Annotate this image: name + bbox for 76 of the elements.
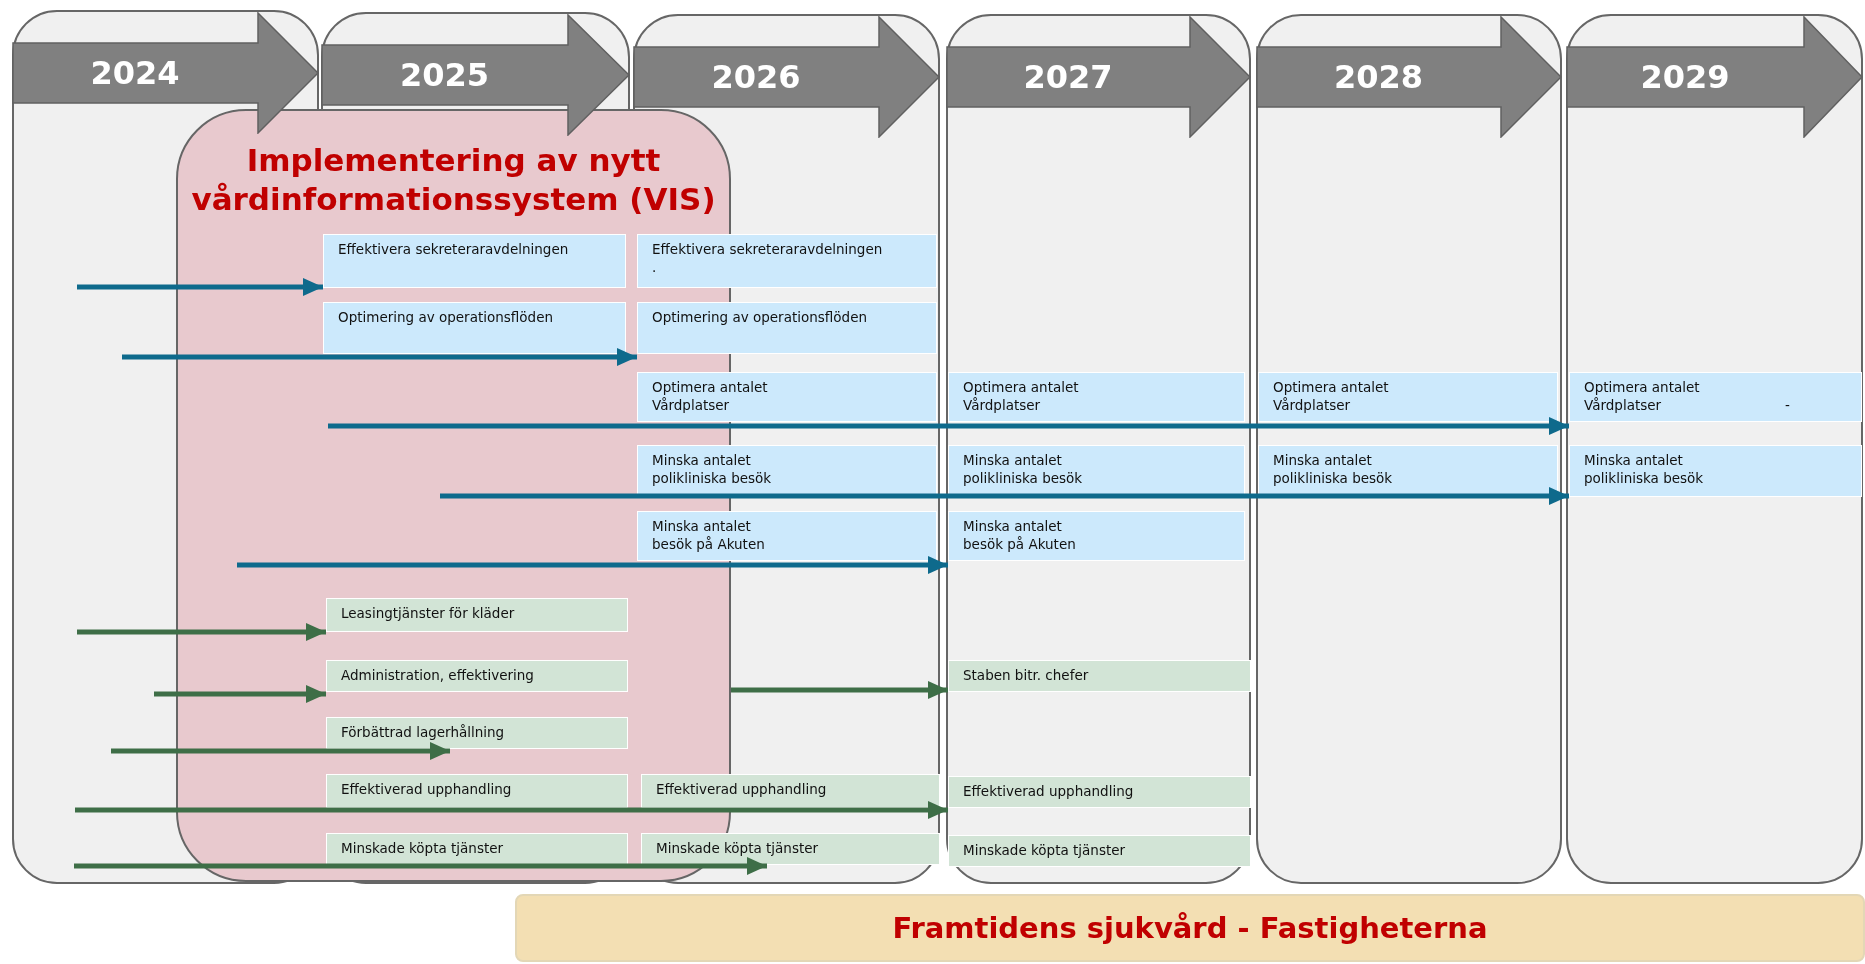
year-label: 2028 (1332, 61, 1425, 93)
task-box (637, 302, 937, 354)
task-box (637, 372, 937, 422)
footer-title: Framtidens sjukvård - Fastigheterna (892, 911, 1488, 945)
task-label: Effektivera sekreteraravdelningen (652, 241, 884, 259)
year-label: 2029 (1639, 61, 1731, 93)
task-box (1569, 372, 1862, 422)
task-label: Förbättrad lagerhållning (341, 724, 506, 742)
task-label: Leasingtjänster för kläder (341, 605, 516, 623)
year-banner (321, 14, 630, 136)
task-label: Minska antalet polikliniska besök (1584, 452, 1705, 488)
arrow (731, 681, 948, 699)
task-box (1258, 445, 1558, 497)
task-box (637, 511, 937, 561)
arrow (77, 623, 326, 641)
task-label: Minska antalet polikliniska besök (652, 452, 773, 488)
arrow (74, 857, 767, 875)
task-box (637, 445, 937, 497)
arrow (237, 556, 948, 574)
task-label: Staben bitr. chefer (963, 667, 1090, 685)
year-banner (1566, 16, 1863, 138)
task-note: - (1785, 397, 1790, 415)
task-box (637, 234, 937, 288)
task-label: Optimera antalet Vårdplatser (1273, 379, 1390, 415)
arrow (154, 685, 326, 703)
task-box (948, 372, 1245, 422)
task-label: Minska antalet polikliniska besök (963, 452, 1084, 488)
task-box (1258, 372, 1558, 422)
task-label: Administration, effektivering (341, 667, 535, 685)
year-banner (633, 16, 940, 138)
task-label: Effektivera sekreteraravdelningen (338, 241, 570, 259)
task-box (323, 302, 626, 354)
year-banner (1256, 16, 1562, 138)
task-box (1569, 445, 1862, 497)
arrow (122, 348, 637, 366)
task-box (948, 776, 1251, 808)
year-label: 2024 (89, 57, 181, 89)
task-box (641, 774, 940, 808)
task-label: Minska antalet besök på Akuten (652, 518, 766, 554)
arrow (328, 417, 1569, 435)
task-label: Effektiverad upphandling (341, 781, 513, 799)
task-box (641, 833, 940, 865)
task-box (948, 660, 1251, 692)
arrow (440, 487, 1569, 505)
year-label: 2027 (1022, 61, 1114, 93)
task-box (326, 833, 628, 865)
arrow (111, 742, 450, 760)
task-label: Optimera antalet Vårdplatser (963, 379, 1080, 415)
task-label: Optimera antalet Vårdplatser (1584, 379, 1701, 415)
arrow (75, 801, 948, 819)
task-label: Minskade köpta tjänster (963, 842, 1127, 860)
task-label: Minskade köpta tjänster (656, 840, 820, 858)
task-label: Minska antalet besök på Akuten (963, 518, 1077, 554)
footer-band (515, 894, 1865, 962)
task-label: Minskade köpta tjänster (341, 840, 505, 858)
task-box (948, 835, 1251, 867)
task-box (326, 598, 628, 632)
task-box (326, 660, 628, 692)
task-label: Optimering av operationsflöden (652, 309, 868, 327)
task-box (948, 445, 1245, 497)
task-note: . (652, 258, 658, 277)
project-title: Implementering av nytt vårdinformationssystem (VIS) (190, 141, 717, 219)
task-box (323, 234, 626, 288)
year-banner (946, 16, 1251, 138)
task-label: Effektiverad upphandling (656, 781, 828, 799)
task-label: Optimering av operationsflöden (338, 309, 554, 327)
task-box (326, 774, 628, 808)
task-box (326, 717, 628, 749)
year-label: 2025 (398, 59, 491, 91)
task-label: Optimera antalet Vårdplatser (652, 379, 769, 415)
year-label: 2026 (710, 61, 802, 93)
arrow (77, 278, 323, 296)
task-box (948, 511, 1245, 561)
year-banner (12, 12, 319, 134)
task-label: Minska antalet polikliniska besök (1273, 452, 1394, 488)
task-label: Effektiverad upphandling (963, 783, 1135, 801)
